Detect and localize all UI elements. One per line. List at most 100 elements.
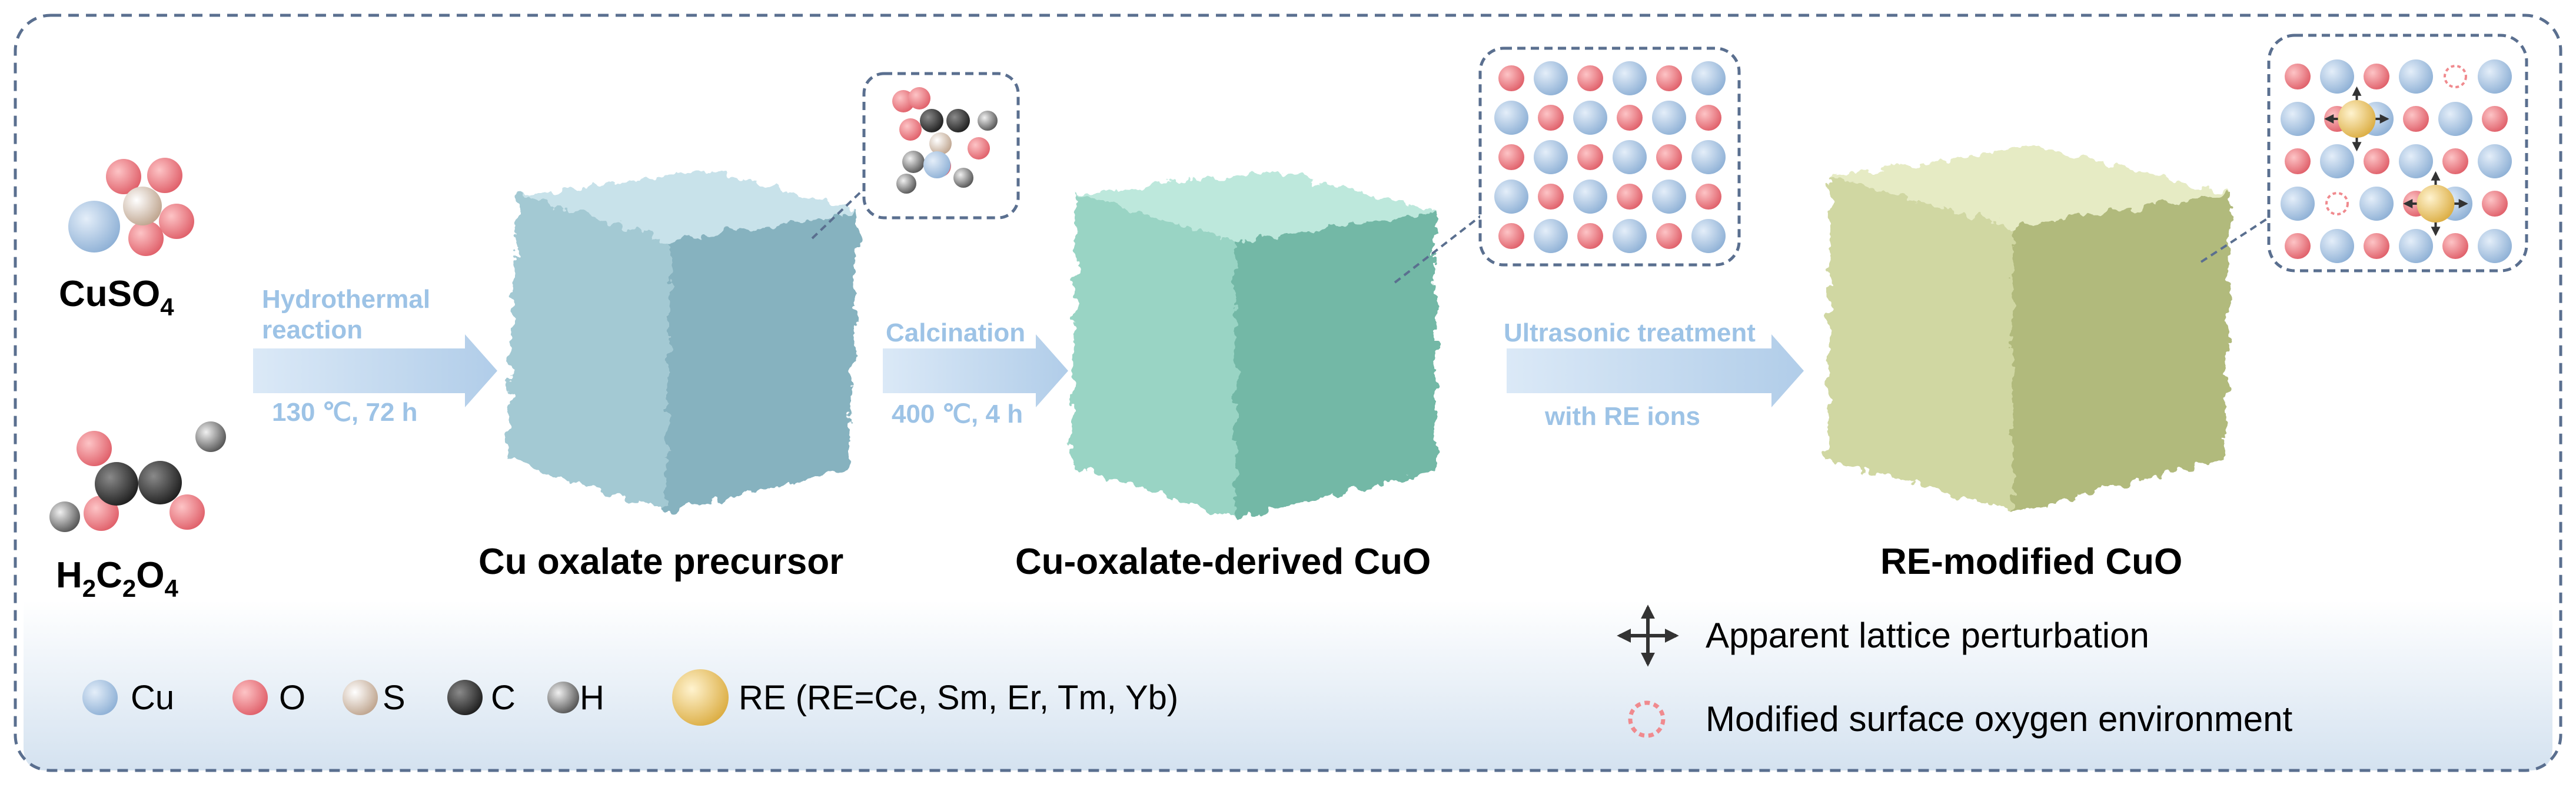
cu-atom (1494, 180, 1528, 214)
cuso4-label: CuSO4 (59, 274, 174, 321)
cuo-callout-connector (1394, 211, 1487, 284)
cu-atom (2478, 229, 2512, 263)
c-legend-icon (447, 680, 483, 715)
cu-atom (1573, 180, 1607, 214)
step-2-text: Calcination (886, 318, 1025, 347)
step-1-text-line-2: reaction (262, 315, 363, 344)
h2c2o4-label: H2C2O4 (56, 555, 179, 602)
o-atom (2364, 64, 2389, 89)
cu-atom (1613, 219, 1647, 253)
cu-atom (2478, 59, 2512, 94)
o-atom (1577, 223, 1603, 249)
cu-atom (1573, 101, 1607, 135)
legend-o-label: O (279, 679, 305, 717)
step-3-text: Ultrasonic treatment (1504, 318, 1756, 347)
o-atom (2364, 233, 2389, 259)
o-atom (1656, 144, 1682, 170)
cu-legend-icon (82, 680, 118, 715)
cu-atom (1691, 219, 1726, 253)
step-2-condition: 400 ℃, 4 h (892, 400, 1023, 428)
o-atom (1498, 223, 1524, 249)
cu-atom (2478, 144, 2512, 178)
step-1-condition: 130 ℃, 72 h (272, 398, 418, 427)
o-atom (2285, 233, 2311, 259)
precursor-structure-callout (811, 72, 1020, 240)
step-arrow-hydrothermal: Hydrothermal reaction 130 ℃, 72 h (253, 285, 497, 427)
o-atom (2285, 64, 2311, 89)
cu-atom (2438, 102, 2472, 136)
product-label-re-cuo: RE-modified CuO (1880, 541, 2182, 582)
cu-atom (2281, 187, 2315, 221)
cu-atom (2320, 144, 2354, 178)
cu-atom (1613, 61, 1647, 95)
atom-legend: Cu O S C H RE (RE=Ce, Sm, Er, Tm, Yb) (82, 669, 1178, 726)
cu-atom (1534, 219, 1568, 253)
h-legend-icon (547, 682, 579, 713)
cu-atom (2320, 59, 2354, 94)
legend-h-label: H (580, 679, 604, 717)
cu-atom (1494, 101, 1528, 135)
arrow-shape (883, 334, 1068, 407)
cu-atom (2320, 229, 2354, 263)
o-atom (1538, 184, 1564, 210)
re-atom (2417, 185, 2455, 222)
dashed-oxygen-icon (1628, 700, 1666, 738)
o-atom (1656, 65, 1682, 91)
legend-cu-label: Cu (131, 679, 174, 717)
o-atom (1656, 223, 1682, 249)
cu-atom (1691, 61, 1726, 95)
cu-oxalate-derived-cuo-cube (1071, 171, 1436, 518)
cu-atom (1534, 61, 1568, 95)
o-atom (2364, 148, 2389, 174)
cu-oxalate-precursor-cube (506, 171, 859, 512)
o-atom (1617, 184, 1643, 210)
cuso4-molecule-icon (68, 158, 194, 256)
re-legend-icon (672, 669, 729, 726)
legend-band (24, 600, 2552, 770)
cu-atom (2399, 144, 2433, 178)
cu-atom (2359, 187, 2394, 221)
cu-atom (1652, 180, 1686, 214)
o-atom (1617, 105, 1643, 131)
four-way-arrow-icon (1617, 604, 1679, 667)
product-label-cuo: Cu-oxalate-derived CuO (1015, 541, 1431, 582)
o-atom (2482, 106, 2508, 132)
re-callout-connector (2200, 211, 2279, 263)
o-atom (1696, 184, 1721, 210)
legend-perturbation-label: Apparent lattice perturbation (1706, 616, 2149, 655)
product-label-precursor: Cu oxalate precursor (478, 541, 843, 582)
oxygen-vacancy-icon (2325, 192, 2349, 215)
o-atom (2285, 148, 2311, 174)
o-atom (1577, 65, 1603, 91)
s-legend-icon (343, 680, 378, 715)
step-arrow-ultrasonic: Ultrasonic treatment with RE ions (1504, 318, 1804, 431)
re-lattice-atoms (2281, 59, 2512, 263)
arrow-shape (253, 334, 497, 407)
cu-atom (2399, 59, 2433, 94)
h2c2o4-molecule-icon (49, 421, 226, 532)
re-modified-cuo-cube (1827, 147, 2231, 512)
cu-atom (2281, 102, 2315, 136)
legend-c-label: C (491, 679, 516, 717)
step-1-text-line-1: Hydrothermal (262, 285, 430, 314)
cu-atom (2399, 229, 2433, 263)
step-3-condition: with RE ions (1544, 402, 1700, 431)
o-atom (1498, 65, 1524, 91)
arrow-shape (1507, 334, 1804, 407)
o-atom (2442, 233, 2468, 259)
o-atom (1538, 105, 1564, 131)
o-atom (2482, 191, 2508, 217)
o-atom (1498, 144, 1524, 170)
o-legend-icon (232, 680, 268, 715)
o-atom (2442, 148, 2468, 174)
o-atom (1696, 105, 1721, 131)
cu-atom (1613, 140, 1647, 174)
o-atom (2403, 106, 2429, 132)
oxygen-vacancy-icon (2444, 65, 2467, 88)
re-atom (2338, 100, 2376, 138)
step-arrow-calcination: Calcination 400 ℃, 4 h (883, 318, 1068, 428)
cu-atom (1652, 101, 1686, 135)
o-atom (1577, 144, 1603, 170)
outer-frame (14, 14, 2562, 772)
legend-s-label: S (383, 679, 405, 717)
